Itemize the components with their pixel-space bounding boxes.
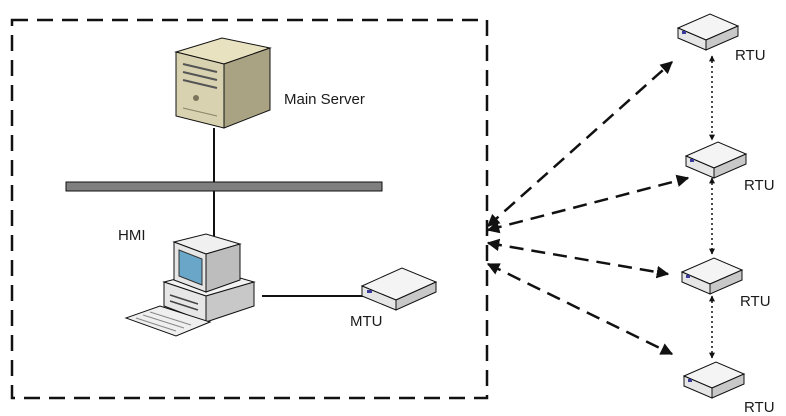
link-rtu-4 — [486, 262, 674, 356]
link-rtu-3 — [486, 238, 670, 279]
hmi-label: HMI — [118, 227, 146, 244]
rtu-device-icon — [682, 361, 746, 399]
main-server-label: Main Server — [284, 91, 365, 108]
link-rtu-1 — [487, 61, 673, 227]
mtu-label: MTU — [350, 313, 383, 330]
rtu-label-3: RTU — [740, 293, 771, 310]
rtu-device-icon — [680, 257, 744, 295]
workstation-icon — [124, 233, 256, 337]
network-bus — [65, 181, 383, 192]
rtu-label-2: RTU — [744, 177, 775, 194]
mtu-device-icon — [360, 267, 438, 311]
rtu-device-icon — [684, 141, 748, 179]
rtu-device-icon — [676, 13, 740, 51]
link-rtu-2 — [486, 174, 690, 234]
rtu-label-1: RTU — [735, 47, 766, 64]
server-icon — [174, 37, 272, 129]
rtu-label-4: RTU — [744, 399, 775, 416]
